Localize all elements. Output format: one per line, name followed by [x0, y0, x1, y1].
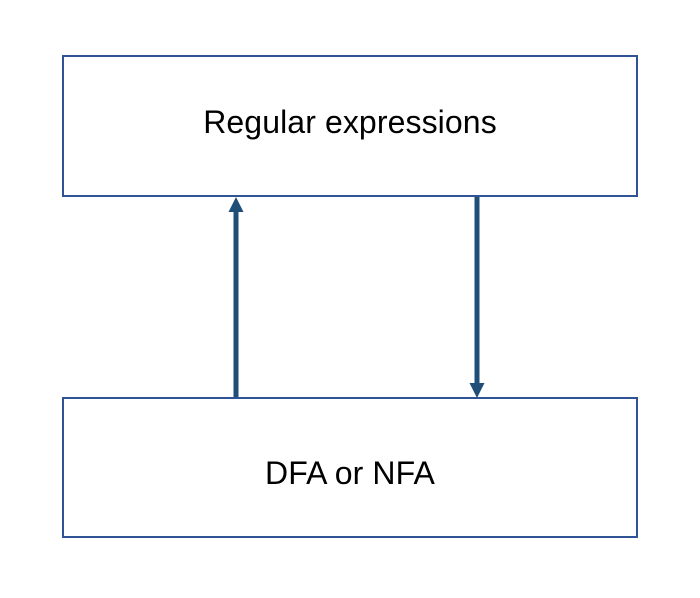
up-arrow-connector[interactable] [228, 197, 244, 397]
node-box-regular-expressions[interactable]: Regular expressions [62, 55, 638, 197]
down-arrow-shaft [474, 197, 480, 384]
down-arrow-connector[interactable] [469, 197, 485, 398]
node-box-dfa-or-nfa[interactable]: DFA or NFA [62, 397, 638, 538]
node-label-regular-expressions: Regular expressions [203, 104, 497, 141]
up-arrow-head-icon [228, 197, 244, 212]
node-label-dfa-or-nfa: DFA or NFA [265, 454, 435, 491]
down-arrow-head-icon [469, 383, 485, 398]
up-arrow-shaft [233, 210, 239, 397]
